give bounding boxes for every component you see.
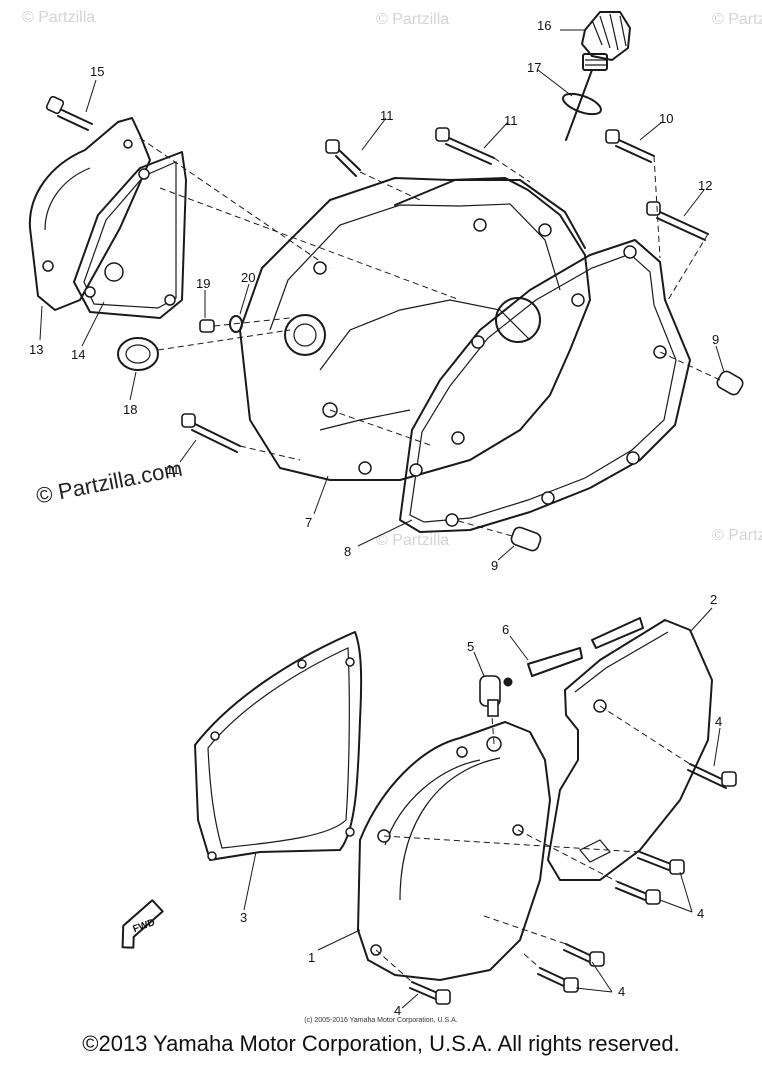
- seal-18: [117, 337, 159, 371]
- callout-leaders: [39, 29, 725, 1009]
- fitting-part: [479, 675, 513, 717]
- callout-11-c: 11: [166, 462, 180, 477]
- dowel-9-b: [510, 526, 542, 552]
- bolt-11-a: [325, 139, 361, 177]
- callout-15: 15: [90, 64, 104, 79]
- chain-cover-part: [547, 619, 713, 881]
- bolt-4-c: [615, 881, 661, 905]
- callout-17: 17: [527, 60, 541, 75]
- watermark-faint-2: © Partzilla: [376, 11, 449, 28]
- watermark-faint-4: © Partzilla: [376, 532, 449, 549]
- small-credit-text: (c) 2005-2016 Yamaha Motor Corporation, …: [304, 1017, 458, 1024]
- bolt-11-c: [181, 413, 241, 453]
- bolt-4-b: [637, 851, 685, 875]
- dowel-9-a: [716, 370, 744, 396]
- callout-7: 7: [305, 515, 312, 530]
- bolt-4-e: [537, 967, 579, 993]
- callout-11-a: 11: [380, 108, 394, 123]
- bolt-4-d: [563, 943, 605, 967]
- callout-8: 8: [344, 544, 351, 559]
- callout-20: 20: [241, 270, 255, 285]
- callout-18: 18: [123, 402, 137, 417]
- callout-10: 10: [659, 111, 673, 126]
- callout-3: 3: [240, 910, 247, 925]
- callout-4-c: 4: [618, 984, 625, 999]
- lower-alignment-lines: [375, 705, 691, 983]
- callout-5: 5: [467, 639, 474, 654]
- bolt-4-a: [687, 763, 737, 789]
- bolt-15: [45, 95, 93, 131]
- callout-9-a: 9: [712, 332, 719, 347]
- callout-13: 13: [29, 342, 43, 357]
- watermark-faint-3: © Partzilla: [712, 11, 762, 28]
- callout-4-d: 4: [394, 1003, 401, 1018]
- small-gasket-part: [73, 151, 187, 319]
- watermark-faint-5: © Partzilla: [712, 527, 762, 544]
- faint-watermarks: © Partzilla © Partzilla © Partzilla © Pa…: [22, 9, 762, 549]
- washer-20: [229, 315, 243, 333]
- large-gasket-part: [399, 239, 691, 533]
- magneto-cover-part: [357, 721, 551, 981]
- callout-4-b: 4: [697, 906, 704, 921]
- callout-16: 16: [537, 18, 551, 33]
- watermark-faint-1: © Partzilla: [22, 9, 95, 26]
- callout-6: 6: [502, 622, 509, 637]
- crankcase-cover-part: [239, 177, 591, 481]
- callout-14: 14: [71, 347, 85, 362]
- fwd-label: FWD: [131, 917, 156, 935]
- lower-gasket-part: [194, 631, 363, 861]
- callout-9-b: 9: [491, 558, 498, 573]
- callout-11-b: 11: [504, 113, 518, 128]
- hose-part: [527, 617, 644, 677]
- fwd-arrow-icon: FWD: [121, 899, 164, 949]
- callout-labels: 15 16 17 11 11 10 12 19 20 13 14 18 9 11…: [29, 18, 722, 1018]
- callout-4-a: 4: [715, 714, 722, 729]
- bolt-10: [605, 129, 655, 163]
- filler-cap-part: [565, 11, 631, 141]
- callout-1: 1: [308, 950, 315, 965]
- upper-alignment-lines: [139, 137, 721, 537]
- callout-2: 2: [710, 592, 717, 607]
- o-ring-part: [562, 92, 602, 116]
- small-cover-part: [28, 117, 151, 311]
- bolt-4-f: [409, 981, 451, 1005]
- bolt-12: [646, 201, 709, 241]
- copyright-footer: ©2013 Yamaha Motor Corporation, U.S.A. A…: [82, 1031, 680, 1056]
- plug-19: [199, 319, 215, 333]
- bolt-11-b: [435, 127, 495, 165]
- callout-12: 12: [698, 178, 712, 193]
- callout-19: 19: [196, 276, 210, 291]
